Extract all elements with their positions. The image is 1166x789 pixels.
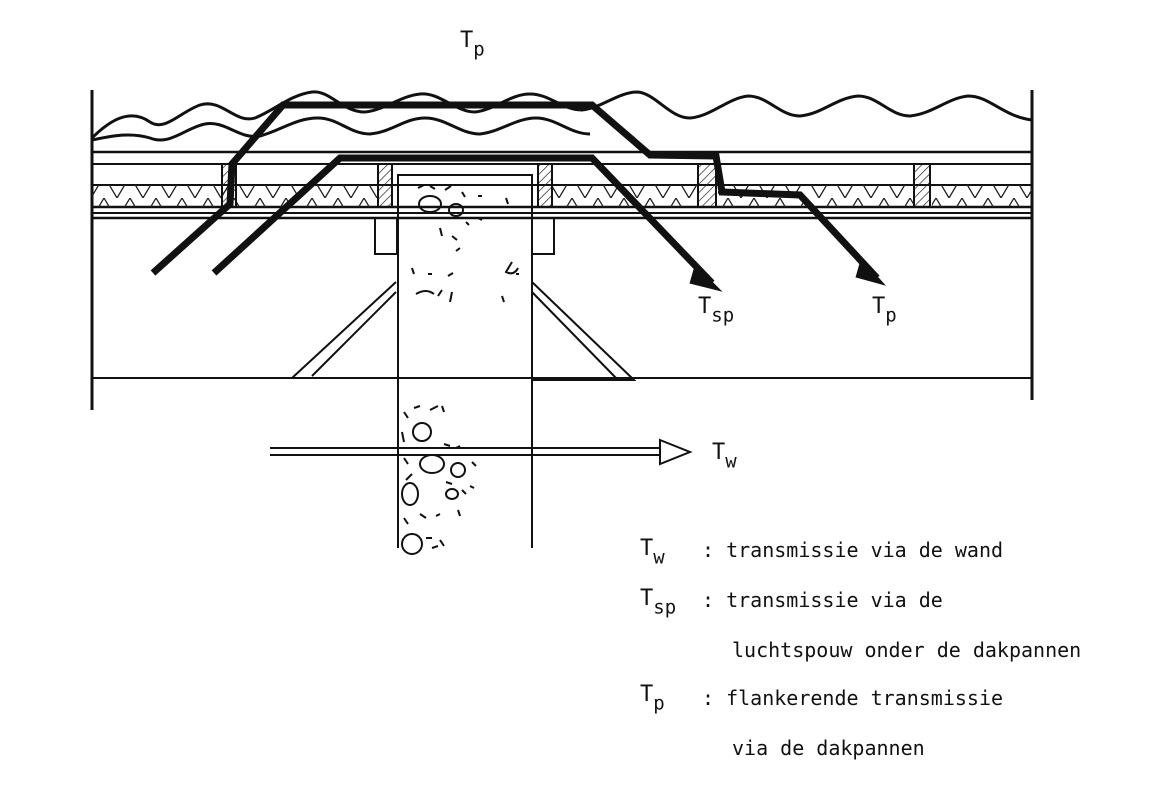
legend-text: : transmissie via de bbox=[702, 588, 943, 612]
party-wall bbox=[397, 174, 533, 548]
roof-tiles bbox=[90, 90, 1033, 142]
tw-arrow bbox=[270, 438, 693, 466]
legend-text-continued: via de dakpannen bbox=[732, 736, 925, 760]
label-tp-right: Tp bbox=[872, 294, 897, 327]
legend-symbol: Tp bbox=[640, 682, 665, 715]
tp-arrow-head bbox=[855, 257, 887, 286]
legend-text: : transmissie via de wand bbox=[702, 538, 1004, 562]
tsp-transmission-path bbox=[211, 154, 715, 286]
boundary-lines bbox=[90, 90, 1034, 410]
legend-text-continued: luchtspouw onder de dakpannen bbox=[732, 638, 1082, 662]
tp-transmission-path bbox=[150, 101, 880, 281]
label-tp-top: Tp bbox=[460, 28, 485, 61]
legend-symbol: Tsp bbox=[640, 586, 677, 619]
tsp-arrow-head bbox=[689, 264, 723, 292]
masonry-texture bbox=[401, 184, 519, 555]
legend-symbol: Tw bbox=[640, 536, 665, 569]
support-struts bbox=[289, 217, 637, 381]
label-tw: Tw bbox=[712, 440, 737, 473]
legend-text: : flankerende transmissie bbox=[702, 686, 1004, 710]
label-tsp: Tsp bbox=[698, 294, 735, 327]
